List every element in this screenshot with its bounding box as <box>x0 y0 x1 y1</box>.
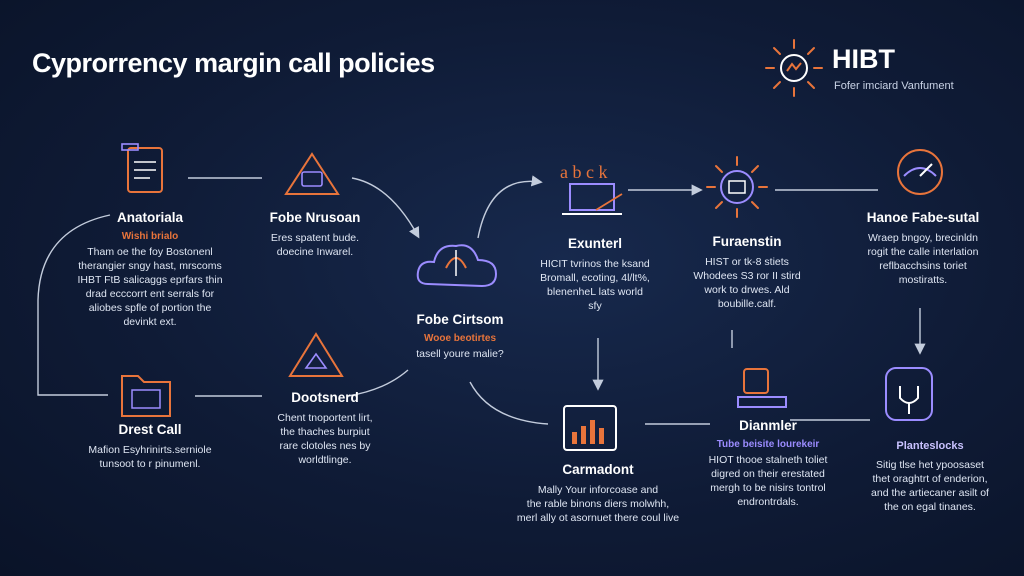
node-body-line: Tham oe the foy Bostonenl <box>87 246 213 258</box>
node-body: tasell youre malie? <box>395 347 525 361</box>
node-body-line: Mafion Esyhrinirts.serniole <box>88 444 212 456</box>
node-body-line: worldtlinge. <box>298 454 352 466</box>
gauge-icon <box>897 149 943 195</box>
node-body: Chent tnoportent lirt, the thaches burpiu… <box>245 411 405 467</box>
node-body: Eres spatent bude. doecine Inwarel. <box>240 231 390 259</box>
brand-name: HIBT <box>832 44 895 74</box>
node-body-line: HIST or tk-8 stiets <box>705 256 789 268</box>
node-title: Hanoe Fabe-sutal <box>866 210 980 225</box>
node-body-line: Whodees S3 ror II stird <box>693 270 801 282</box>
node-body-line: Mally Your inforcoase and <box>537 484 659 496</box>
node-body-line: aliobes spfle of portion the <box>88 302 212 314</box>
node-subtitle: Wishi brialo <box>121 231 179 242</box>
node-title: Dianmler <box>739 418 797 433</box>
node-body-line: Wraep bngoy, brecinldn <box>868 232 978 244</box>
brand-logo: HIBT Fofer imciard Vanfument <box>762 36 1002 100</box>
node-body: Wraep bngoy, brecinldn rogit the calle in… <box>838 231 1008 287</box>
node-body-line: tasell youre malie? <box>416 348 504 360</box>
sun-logo-icon <box>765 39 823 97</box>
node-dootsnerd: Dootsnerd Chent tnoportent lirt, the thac… <box>245 390 405 467</box>
node-body-line: mostiratts. <box>898 274 948 286</box>
node-body: Sitig tlse het ypoosaset thet oraghtrt of… <box>845 458 1015 514</box>
node-body-line: and the artiecaner asilt of <box>871 487 989 499</box>
connector <box>469 381 549 425</box>
connector <box>477 175 543 239</box>
node-body-line: therangier sngy hast, mrscoms <box>78 260 222 272</box>
node-body-line: tunsoot to r pinumenl. <box>99 458 201 470</box>
printer-icon <box>737 368 787 408</box>
node-title: Anatoriala <box>116 210 184 225</box>
connector <box>351 177 420 239</box>
node-body-line: HIOT thooe stalneth toliet <box>708 454 828 466</box>
node-body: HIOT thooe stalneth toliet digred on thei… <box>688 453 848 509</box>
svg-text:a b c k: a b c k <box>560 162 607 182</box>
node-title: Drest Call <box>118 422 182 437</box>
alert-icon <box>288 332 344 377</box>
node-body-line: Chent tnoportent lirt, <box>277 412 373 424</box>
node-title: Furaenstin <box>712 234 782 249</box>
node-body-line: drad ecccorrt ent serrals for <box>85 288 215 300</box>
node-drest-call: Drest Call Mafion Esyhrinirts.serniole tu… <box>50 422 250 471</box>
node-hanoe-fabe-sutal: Hanoe Fabe-sutal Wraep bngoy, brecinldn r… <box>838 210 1008 287</box>
node-anatoriala: Anatoriala Wishi brialo Tham oe the foy … <box>40 210 260 329</box>
warning-triangle-icon <box>284 152 340 195</box>
node-body-line: digred on their erestated <box>711 468 825 480</box>
node-carmadont: Carmadont Mally Your inforcoase and the r… <box>488 462 708 525</box>
node-body-line: merl ally ot asornuet there coul live <box>516 512 680 524</box>
brand-tagline: Fofer imciard Vanfument <box>834 80 954 92</box>
node-subtitle: Wooe beotirtes <box>423 333 497 344</box>
clipboard-icon <box>121 143 163 193</box>
node-body-line: sfy <box>588 300 602 312</box>
node-body-line: doecine Inwarel. <box>276 246 354 258</box>
node-body-line: IHBT FtB salicaggs eprfars thin <box>77 274 223 286</box>
folder-icon <box>121 375 171 417</box>
node-body-line: the thaches burpiut <box>280 426 370 438</box>
node-body-line: rare clotoles nes by <box>279 440 371 452</box>
node-title: Carmadont <box>562 462 634 477</box>
node-body-line: boubille.calf. <box>717 298 777 310</box>
node-body-line: endrontrdals. <box>737 496 799 508</box>
node-body-line: Eres spatent bude. <box>270 232 360 244</box>
node-body-line: reflbacchsins toriet <box>879 260 967 272</box>
node-body: Tham oe the foy Bostonenl therangier sngy… <box>40 245 260 329</box>
node-title: Fobe Nrusoan <box>269 210 361 225</box>
node-body-line: HICIT tvrinos the ksand <box>540 258 650 270</box>
laptop-icon: a b c k <box>560 162 623 215</box>
node-subtitle: Tube beisite lourekeir <box>716 439 820 450</box>
node-dianmler: Dianmler Tube beisite lourekeir HIOT tho… <box>688 418 848 509</box>
node-title: Fobe Cirtsom <box>416 312 504 327</box>
node-body-line: the on egal tinanes. <box>884 501 976 513</box>
chart-icon <box>563 405 617 451</box>
node-body-line: thet oraghtrt of enderion, <box>872 473 988 485</box>
node-body-line: blenenheL lats world <box>547 286 643 298</box>
node-body-line: work to drwes. Ald <box>704 284 790 296</box>
plug-icon <box>885 367 933 421</box>
node-title: Dootsnerd <box>291 390 359 405</box>
node-body-line: Sitig tlse het ypoosaset <box>876 459 984 471</box>
node-body-line: rogit the calle interlation <box>867 246 979 258</box>
node-title: Exunterl <box>567 236 622 251</box>
node-title: Planteslocks <box>896 440 964 452</box>
node-body: Mafion Esyhrinirts.serniole tunsoot to r … <box>50 443 250 471</box>
node-fobe-cirtsom: Fobe Cirtsom Wooe beotirtes tasell youre… <box>395 312 525 361</box>
node-planteslocks: Planteslocks Sitig tlse het ypoosaset the… <box>845 440 1015 514</box>
node-body-line: Bromall, ecoting, 4l/lt%, <box>540 272 650 284</box>
node-body: Mally Your inforcoase and the rable binon… <box>488 483 708 525</box>
node-body-line: mergh to be nisirs tontrol <box>710 482 826 494</box>
node-body-line: the rable binons diers molwhh, <box>526 498 670 510</box>
connector <box>37 214 111 396</box>
node-body-line: devinkt ext. <box>123 316 177 328</box>
connector <box>347 369 409 397</box>
cloud-icon <box>416 244 498 288</box>
node-fobe-nrusoan: Fobe Nrusoan Eres spatent bude. doecine I… <box>240 210 390 259</box>
sun-icon <box>706 156 768 218</box>
page-title: Cyprorrency margin call policies <box>32 48 435 78</box>
